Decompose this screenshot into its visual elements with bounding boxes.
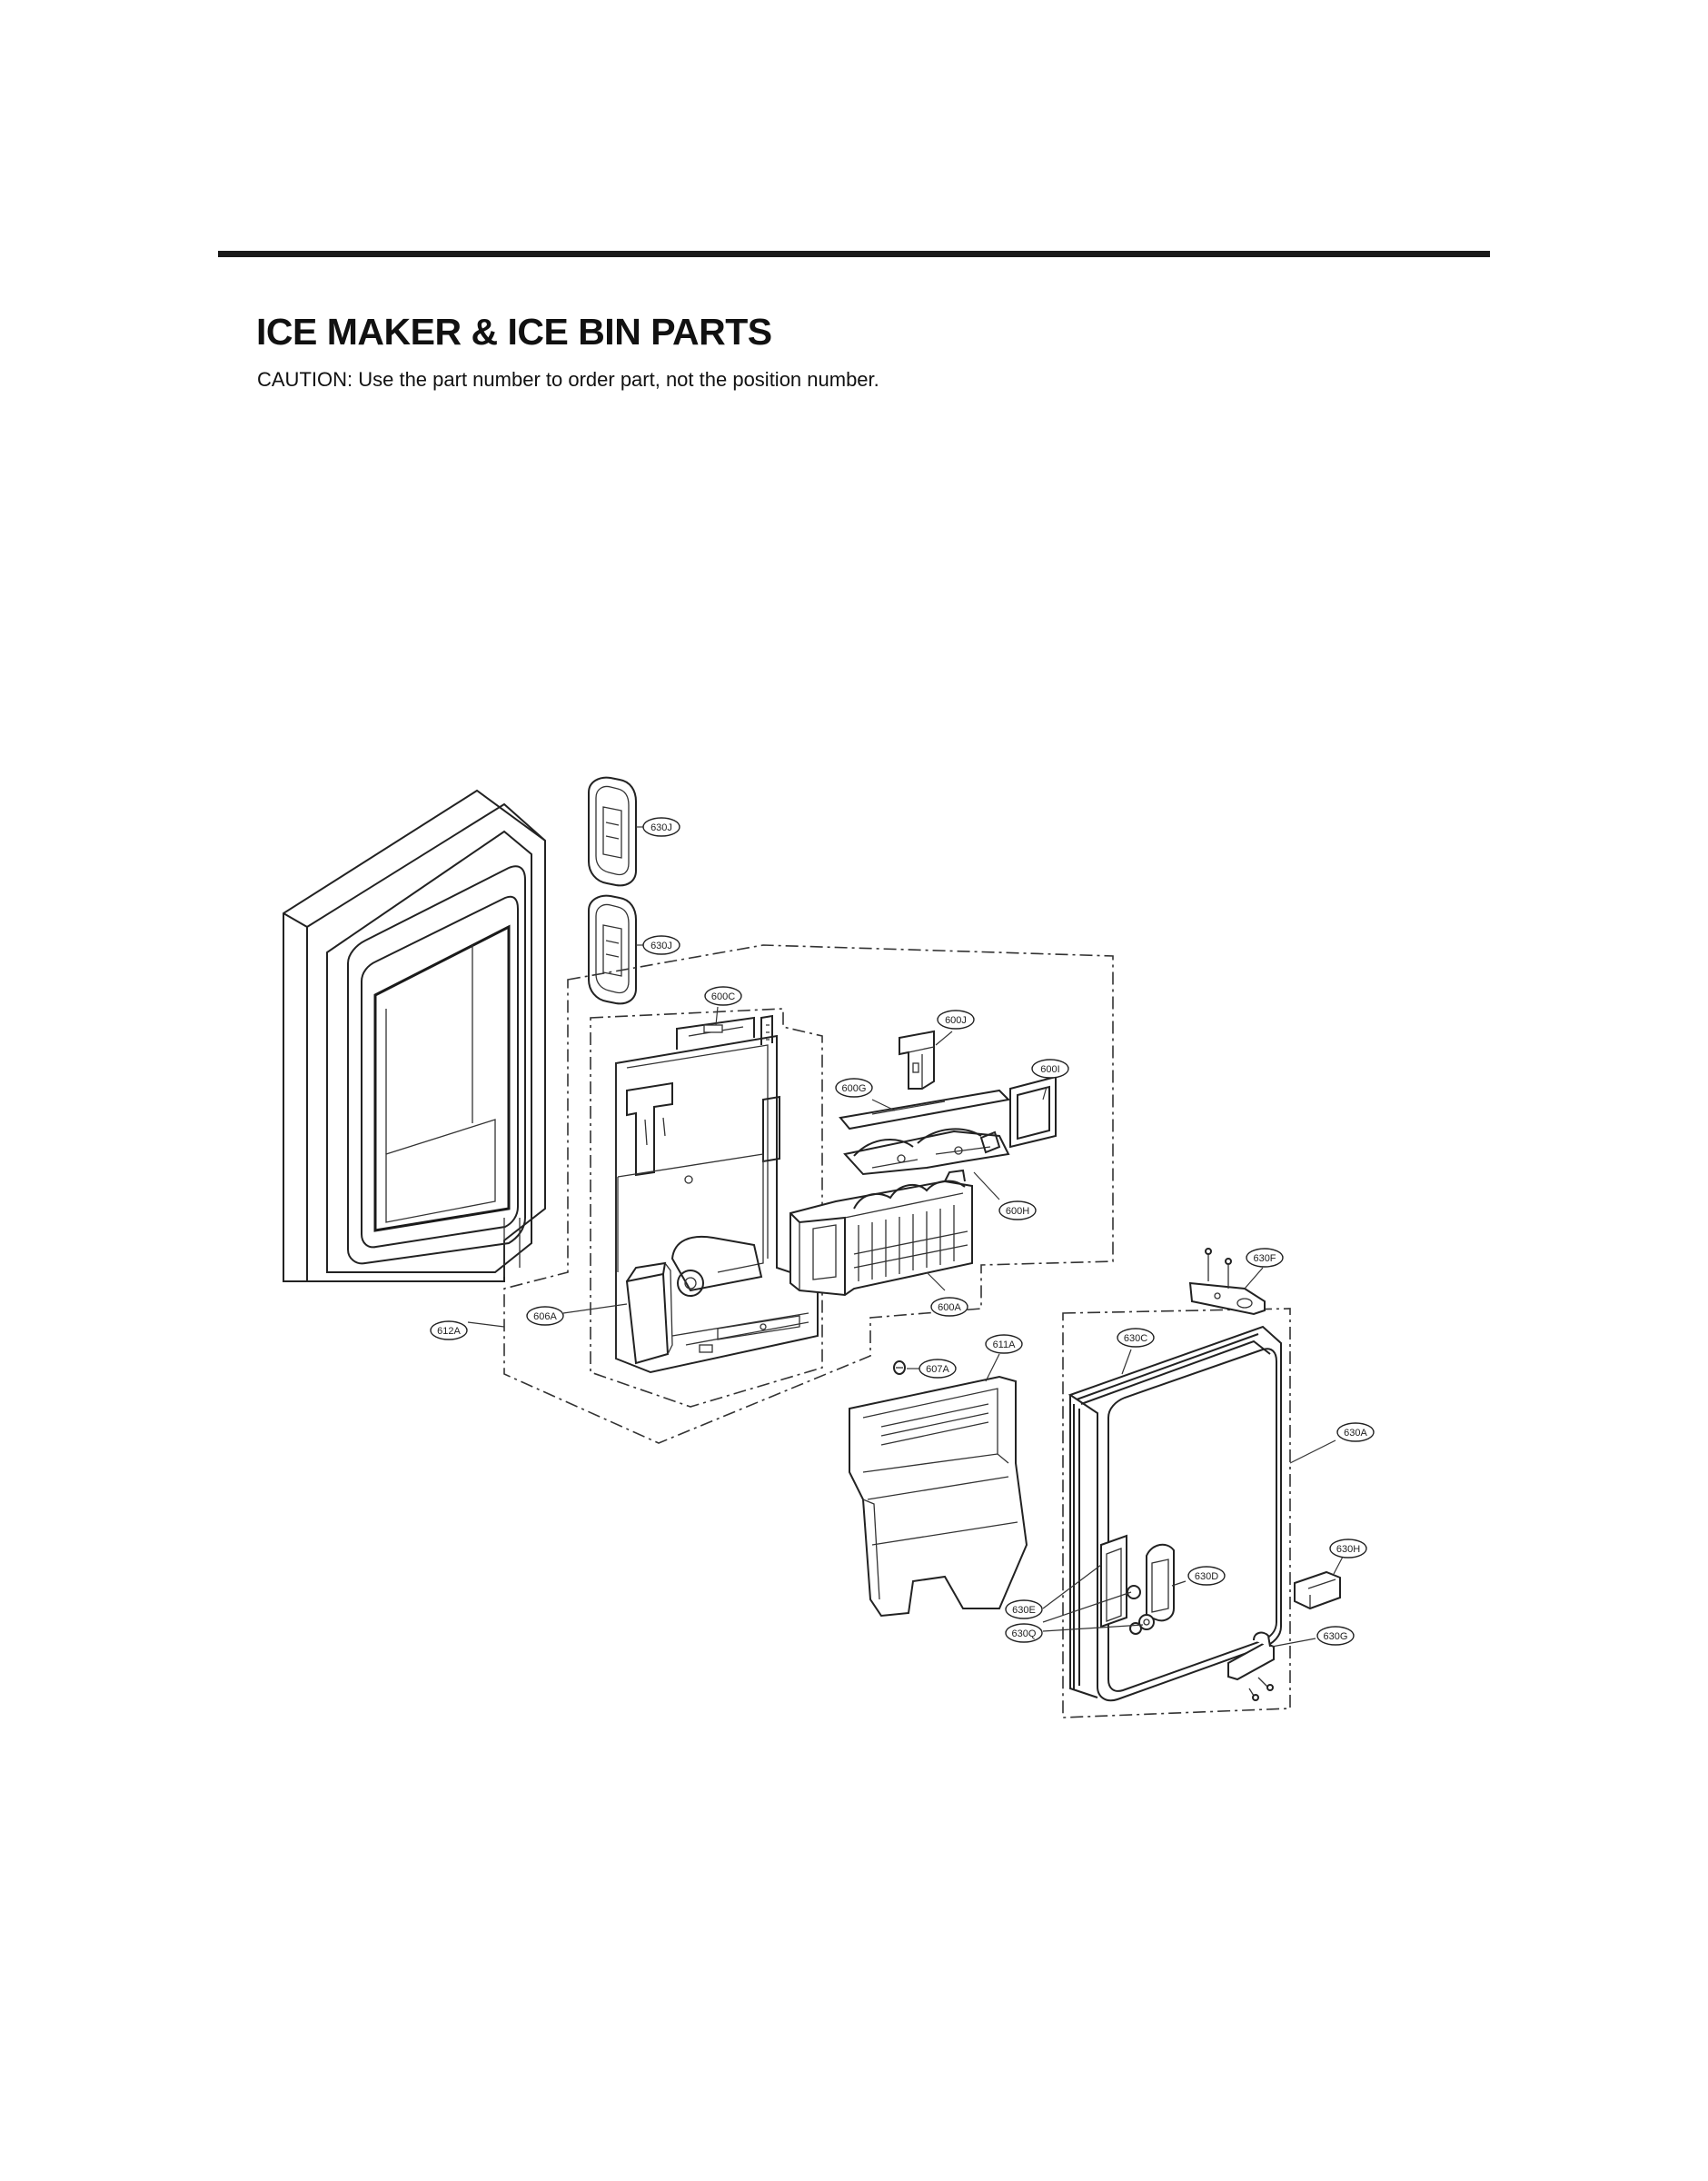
ice-maker-unit [789,1169,973,1297]
callout-630g: 630G [1316,1626,1355,1646]
svg-text:600C: 600C [711,991,735,1002]
callout-600c: 600C [704,986,742,1006]
filter-frame [1009,1075,1057,1149]
callout-630e: 630E [1005,1599,1043,1619]
svg-text:606A: 606A [533,1311,557,1322]
svg-text:600H: 600H [1006,1206,1029,1217]
callout-630f: 630F [1246,1248,1284,1268]
lower-hinge [1227,1631,1275,1701]
svg-text:612A: 612A [437,1326,461,1337]
svg-text:611A: 611A [993,1339,1017,1350]
ice-maker-assembly-outline [503,944,1114,1444]
callout-612a: 612A [430,1320,468,1340]
callout-630a: 630A [1336,1422,1375,1442]
svg-text:600I: 600I [1040,1064,1059,1075]
caution-text: CAUTION: Use the part number to order pa… [257,368,879,391]
svg-text:630C: 630C [1124,1333,1147,1344]
gasket-630j-bottom [588,894,637,1005]
mounting-bracket [899,1030,935,1090]
svg-text:630G: 630G [1324,1631,1348,1642]
door-gasket [1073,1333,1259,1690]
top-rule [218,251,1490,257]
cover-plate [839,1089,1011,1130]
callout-600g: 600G [835,1078,873,1098]
ice-compartment-door [1068,1325,1282,1702]
svg-text:630A: 630A [1344,1428,1367,1439]
page-title: ICE MAKER & ICE BIN PARTS [256,311,772,353]
svg-text:630F: 630F [1253,1253,1276,1264]
svg-text:630D: 630D [1195,1571,1218,1582]
svg-text:630Q: 630Q [1012,1628,1037,1639]
svg-text:630H: 630H [1336,1544,1360,1555]
callout-600j: 600J [937,1010,975,1030]
callout-600i: 600I [1031,1059,1069,1079]
svg-text:600G: 600G [842,1083,867,1094]
callout-607a: 607A [919,1359,957,1379]
callout-630c: 630C [1117,1328,1155,1348]
screw [893,1360,906,1375]
callout-630j-top: 630J [642,817,680,837]
ice-bin [849,1375,1028,1618]
gasket-630j-top [588,776,637,887]
callout-630d: 630D [1187,1566,1226,1586]
ice-maker-harness [843,1128,1010,1176]
svg-text:600A: 600A [938,1302,961,1313]
callout-600a: 600A [930,1297,968,1317]
latch-striker [1294,1570,1341,1610]
ice-bin-door-outline [1062,1308,1291,1718]
svg-text:630J: 630J [650,822,672,833]
callout-611a: 611A [985,1334,1023,1354]
door-latch [1100,1534,1175,1635]
callout-630h: 630H [1329,1539,1367,1559]
leader-lines [467,826,1344,1648]
svg-text:630J: 630J [650,941,672,951]
svg-text:600J: 600J [945,1015,967,1026]
door-liner [283,789,546,1282]
callout-600h: 600H [998,1200,1037,1220]
callout-630j-bottom: 630J [642,935,680,955]
svg-text:607A: 607A [926,1364,949,1375]
svg-text:630E: 630E [1012,1605,1036,1616]
ice-maker-frame [615,1014,819,1374]
callout-630q: 630Q [1005,1623,1043,1643]
callout-606a: 606A [526,1306,564,1326]
